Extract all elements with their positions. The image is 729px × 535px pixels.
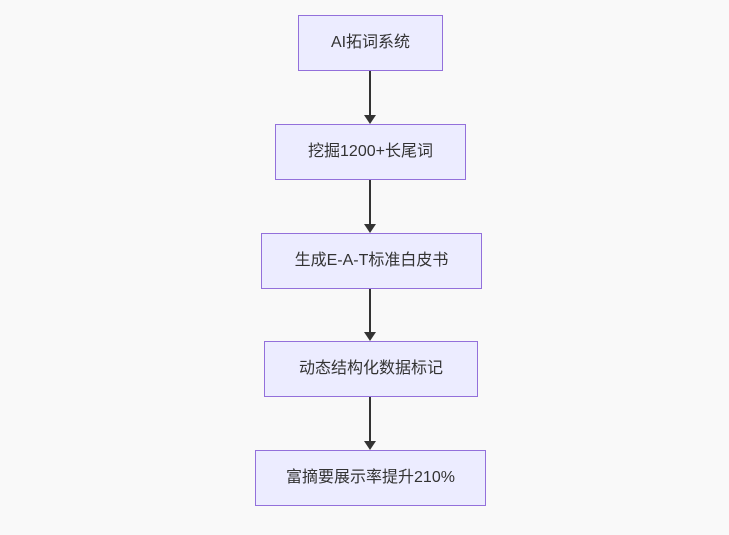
arrow-line [369, 71, 371, 115]
arrow-line [369, 289, 371, 332]
flow-node-longtail-mining: 挖掘1200+长尾词 [275, 124, 466, 180]
flow-node-label: 生成E-A-T标准白皮书 [294, 252, 449, 270]
flow-node-label: 富摘要展示率提升210% [286, 469, 455, 487]
arrow-line [369, 180, 371, 224]
flow-arrow-4 [364, 397, 376, 450]
arrowhead-down-icon [364, 332, 376, 341]
flow-node-structured-data-markup: 动态结构化数据标记 [264, 341, 478, 397]
flow-node-rich-snippet-result: 富摘要展示率提升210% [255, 450, 486, 506]
flow-node-label: AI拓词系统 [330, 34, 411, 52]
arrowhead-down-icon [364, 441, 376, 450]
arrowhead-down-icon [364, 115, 376, 124]
flow-arrow-3 [364, 289, 376, 341]
flow-node-label: 挖掘1200+长尾词 [308, 143, 433, 161]
arrow-line [369, 397, 371, 441]
flow-node-eat-whitepaper: 生成E-A-T标准白皮书 [261, 233, 482, 289]
flow-arrow-2 [364, 180, 376, 233]
flow-arrow-1 [364, 71, 376, 124]
flow-node-label: 动态结构化数据标记 [298, 360, 443, 378]
flow-node-ai-keyword-system: AI拓词系统 [298, 15, 443, 71]
arrowhead-down-icon [364, 224, 376, 233]
